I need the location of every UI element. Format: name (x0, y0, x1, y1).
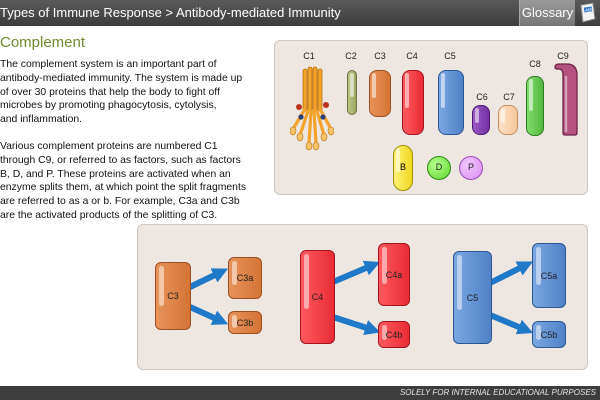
fragment-c3b: C3b (228, 311, 262, 334)
protein-c3-whole: C3 (155, 262, 191, 330)
protein-c6 (472, 105, 490, 135)
protein-c4 (402, 70, 424, 135)
detail-paragraph: Various complement proteins are numbered… (0, 140, 246, 223)
breadcrumb: Types of Immune Response > Antibody-medi… (0, 5, 341, 20)
page-title: Complement (0, 34, 86, 51)
svg-text:ABC: ABC (585, 7, 596, 13)
split-arrows (188, 260, 534, 336)
text-line: are the activated products of the splitt… (0, 209, 218, 221)
label-c9: C9 (557, 51, 569, 61)
protein-splitting-panel: C3 C3a C3b C4 C4a C4b C5 C5a C5b (137, 224, 588, 370)
factor-b-label: B (399, 162, 406, 172)
text-line: and inflammation. (0, 114, 83, 126)
protein-c4-whole: C4 (300, 250, 335, 344)
c3-label: C3 (167, 291, 179, 301)
protein-c5 (438, 70, 464, 135)
footer-bar: SOLELY FOR INTERNAL EDUCATIONAL PURPOSES (0, 386, 600, 400)
fragment-c3a: C3a (228, 257, 262, 299)
label-c7: C7 (503, 92, 515, 102)
c1-complex-icon (290, 66, 334, 151)
protein-c9 (554, 63, 578, 136)
label-c5: C5 (444, 51, 456, 61)
label-c4: C4 (406, 51, 418, 61)
text-line: of over 30 proteins that help the body t… (0, 86, 220, 98)
text-line: through C9, or referred to as factors, s… (0, 154, 241, 166)
c5-label: C5 (466, 292, 479, 303)
c3b-label: C3b (236, 317, 254, 328)
protein-c8 (526, 76, 544, 136)
fragment-c4a: C4a (378, 243, 410, 306)
protein-c7 (498, 105, 518, 135)
label-c8: C8 (529, 59, 541, 69)
protein-c5-whole: C5 (453, 251, 492, 344)
fragment-c5a: C5a (532, 243, 566, 308)
c4-label: C4 (311, 292, 324, 302)
complement-proteins-panel: C1 C2 C3 (274, 40, 588, 195)
fragment-c4b: C4b (378, 321, 410, 348)
text-line: antibody-mediated immunity. The system i… (0, 72, 243, 84)
label-c1: C1 (303, 51, 315, 61)
label-c3: C3 (374, 51, 386, 61)
glossary-button[interactable]: Glossary (519, 0, 575, 26)
text-line: are referred to as a or b. For example, … (0, 196, 240, 208)
footer-notice: SOLELY FOR INTERNAL EDUCATIONAL PURPOSES (399, 388, 596, 397)
c5b-label: C5b (540, 329, 558, 340)
text-line: microbes by promoting phagocytosis, cyto… (0, 100, 217, 112)
label-c6: C6 (476, 92, 488, 102)
c5a-label: C5a (540, 270, 558, 281)
label-c2: C2 (345, 51, 357, 61)
protein-c3 (369, 70, 391, 117)
intro-paragraph: The complement system is an important pa… (0, 58, 242, 127)
factor-p: P (459, 156, 483, 180)
dictionary-book-icon[interactable]: ABC (578, 2, 598, 23)
c4b-label: C4b (385, 329, 403, 340)
top-bar: Types of Immune Response > Antibody-medi… (0, 0, 600, 26)
c4a-label: C4a (385, 269, 403, 280)
text-line: The complement system is an important pa… (0, 59, 217, 70)
fragment-c5b: C5b (532, 321, 566, 348)
arrow-icon (188, 260, 534, 336)
text-line: B, D, and P. These proteins are activate… (0, 168, 231, 180)
text-line: Various complement proteins are numbered… (0, 141, 218, 152)
factor-b: B (393, 145, 413, 191)
text-line: enzyme splits them, at which point the s… (0, 182, 247, 194)
protein-c2 (347, 70, 357, 115)
factor-d: D (427, 156, 451, 180)
c3a-label: C3a (236, 273, 254, 283)
